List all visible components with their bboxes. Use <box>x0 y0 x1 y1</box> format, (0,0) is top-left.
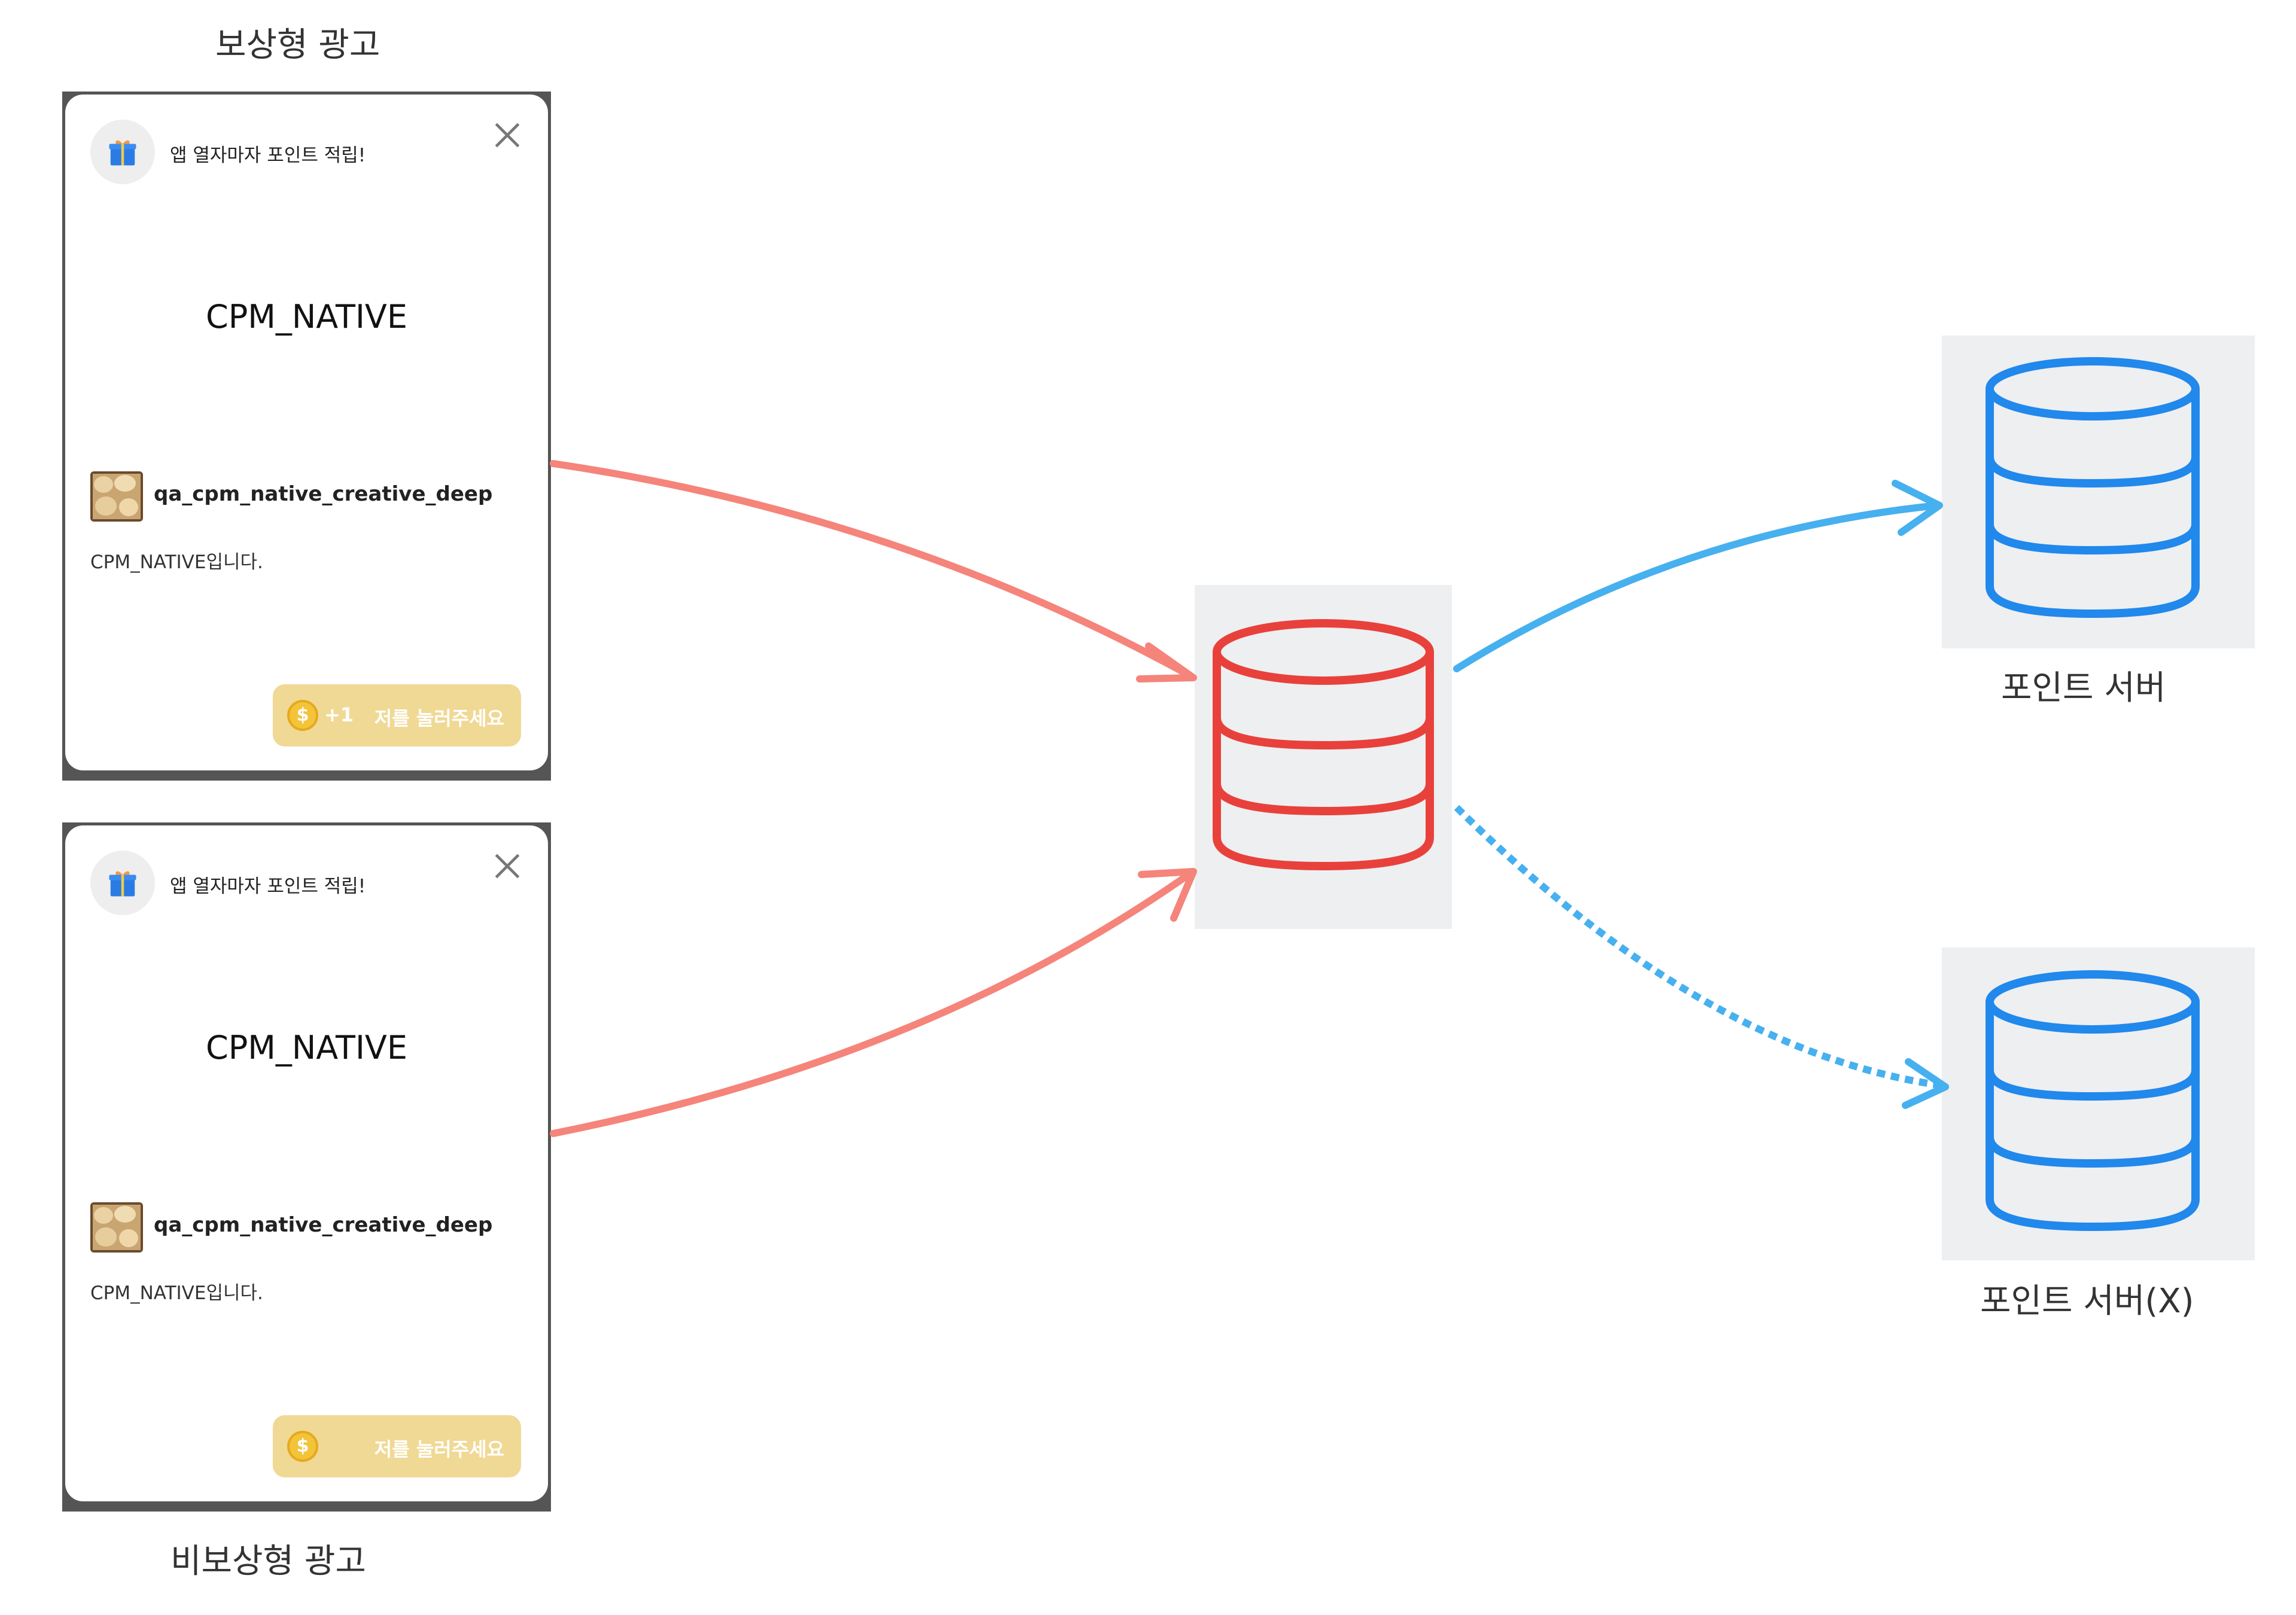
point-server-arrow <box>1453 502 1941 672</box>
ad-header-text: 앱 열자마자 포인트 적립! <box>170 145 366 166</box>
point-server-x-caption: 포인트 서버(X) <box>1980 1282 2194 1321</box>
creative-description: CPM_NATIVE입니다. <box>90 551 263 573</box>
center-database-box <box>1195 585 1452 929</box>
gift-icon <box>109 140 136 166</box>
bread-image <box>90 1202 143 1253</box>
reward-button[interactable]: $ +1 저를 눌러주세요 <box>273 684 521 746</box>
creative-thumbnail <box>90 471 143 522</box>
reward-ad-arrowhead <box>1136 642 1197 682</box>
reward-ad-frame: 앱 열자마자 포인트 적립! CPM_NATIVE qa_cpm_native_… <box>62 92 551 781</box>
gift-icon <box>109 871 136 897</box>
ad-title: CPM_NATIVE <box>206 1029 407 1066</box>
coin-icon: $ <box>287 700 318 731</box>
non-reward-ad-frame: 앱 열자마자 포인트 적립! CPM_NATIVE qa_cpm_native_… <box>62 822 551 1512</box>
reward-ad-caption: 보상형 광고 <box>215 26 380 65</box>
reward-ad-arrow <box>550 460 1194 679</box>
database-icon <box>1986 357 2200 618</box>
reward-amount: +1 <box>324 703 354 726</box>
ad-card: 앱 열자마자 포인트 적립! CPM_NATIVE qa_cpm_native_… <box>65 95 548 770</box>
point-server-x-arrowhead <box>1902 1058 1949 1109</box>
point-server-caption: 포인트 서버 <box>2001 669 2166 708</box>
creative-description: CPM_NATIVE입니다. <box>90 1282 263 1304</box>
point-server-x-arrow <box>1454 805 1944 1089</box>
database-icon <box>1986 970 2200 1232</box>
point-server-arrowhead <box>1892 480 1943 536</box>
creative-name: qa_cpm_native_creative_deep <box>154 482 493 506</box>
button-label: 저를 눌러주세요 <box>374 707 504 730</box>
close-icon[interactable] <box>491 118 524 152</box>
reward-button[interactable]: $ 저를 눌러주세요 <box>273 1415 521 1477</box>
coin-icon: $ <box>287 1431 318 1462</box>
ad-card: 앱 열자마자 포인트 적립! CPM_NATIVE qa_cpm_native_… <box>65 825 548 1501</box>
ad-header-text: 앱 열자마자 포인트 적립! <box>170 876 366 897</box>
non-reward-ad-arrowhead <box>1138 868 1197 922</box>
gift-badge <box>90 851 155 915</box>
non-reward-ad-caption: 비보상형 광고 <box>170 1542 366 1581</box>
non-reward-ad-arrow <box>550 870 1194 1137</box>
close-icon[interactable] <box>491 849 524 883</box>
creative-name: qa_cpm_native_creative_deep <box>154 1213 493 1237</box>
gift-badge <box>90 120 155 184</box>
database-icon <box>1213 619 1434 871</box>
button-label: 저를 눌러주세요 <box>374 1438 504 1461</box>
bread-image <box>90 471 143 522</box>
ad-title: CPM_NATIVE <box>206 298 407 336</box>
creative-thumbnail <box>90 1202 143 1253</box>
